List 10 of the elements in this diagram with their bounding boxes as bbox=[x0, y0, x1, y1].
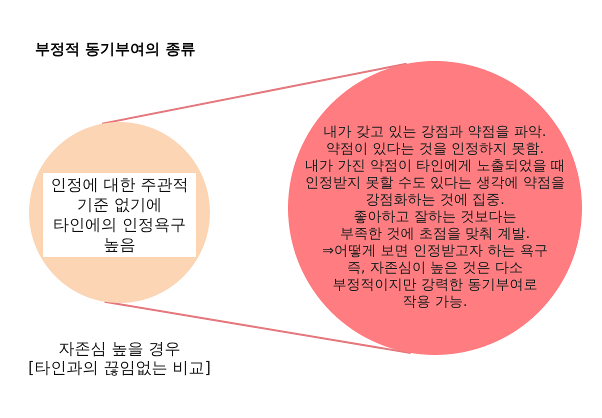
description-text: 좋아하고 잘하는 것보다는 부족한 것에 초점을 맞춰 계발. bbox=[338, 208, 532, 242]
description-text: 내가 가진 약점이 타인에게 노출되었을 때 인정받지 못할 수도 있다는 생각에 약점을 강점화하는 것에 집중. bbox=[304, 158, 566, 208]
description-text: 약점이 있다는 것을 인정하지 못함. bbox=[326, 140, 544, 158]
connector-line bbox=[102, 62, 407, 125]
diagram-title: 부정적 동기부여의 종류 bbox=[35, 39, 196, 60]
circle-caption: 자존심 높을 경우 [타인과의 끊임없는 비교] bbox=[27, 339, 212, 377]
description-text: 내가 갖고 있는 강점과 약점을 파악. bbox=[324, 124, 546, 140]
description-text: ⇒어떻게 보면 인정받고자 하는 욕구 즉, 자존심이 높은 것은 다소 부정적이지만 강력한 동기부여로 작용 가능. bbox=[321, 242, 549, 310]
note-panel: 인정에 대한 주관적 기준 없기에 타인에의 인정욕구 높음 bbox=[43, 173, 196, 257]
connector-line bbox=[104, 300, 411, 354]
